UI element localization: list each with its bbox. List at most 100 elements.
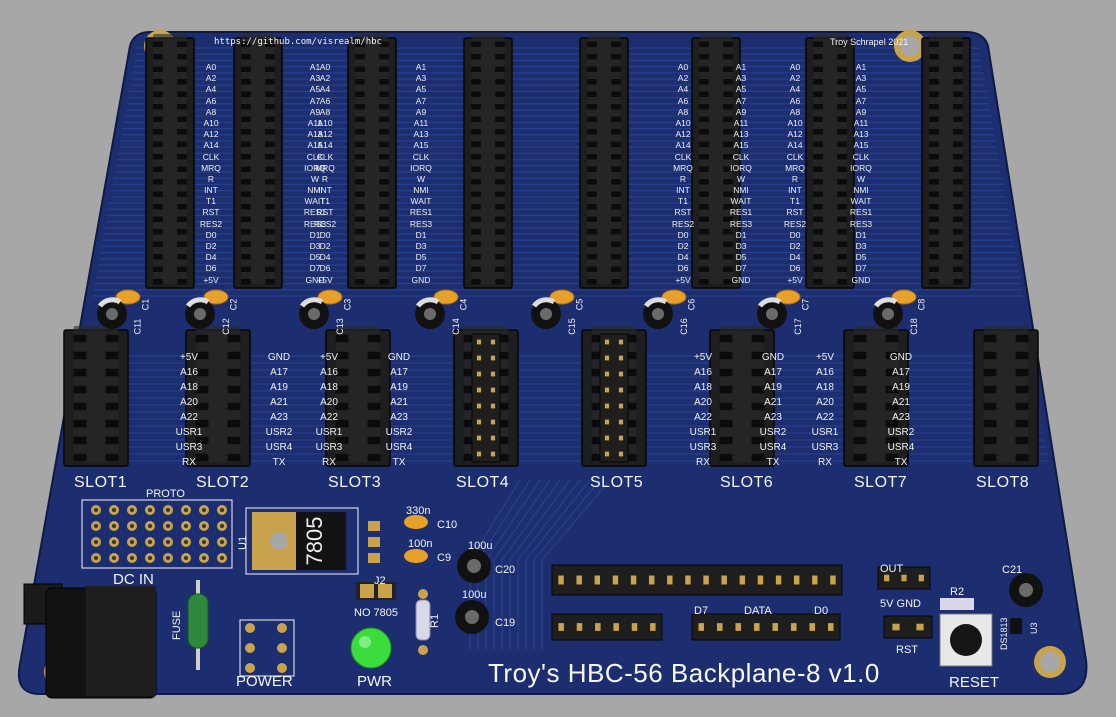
pin-label: GND xyxy=(267,352,291,363)
header-socket xyxy=(813,254,823,260)
proto-hole xyxy=(130,524,134,528)
cap-label-c14: C14 xyxy=(450,318,461,335)
header-socket xyxy=(265,241,275,247)
u1-marking: 7805 xyxy=(302,517,327,566)
header-socket xyxy=(813,66,823,72)
pin xyxy=(618,419,624,425)
header-socket xyxy=(929,241,939,247)
pin-label: A6 xyxy=(205,95,217,106)
header-socket xyxy=(929,154,939,160)
pin-label: R xyxy=(321,173,329,184)
header-socket xyxy=(379,116,389,122)
header-socket xyxy=(355,129,365,135)
header-socket xyxy=(953,204,963,210)
pin-label: RST xyxy=(316,207,334,218)
header-socket xyxy=(335,368,349,377)
header-socket xyxy=(153,154,163,160)
pin xyxy=(809,623,816,631)
pin-label: USR4 xyxy=(759,442,787,453)
pin xyxy=(698,623,705,631)
header-socket xyxy=(837,54,847,60)
header-socket xyxy=(611,54,621,60)
cap-top xyxy=(652,308,664,320)
header-socket xyxy=(227,334,241,343)
c7-tantalum xyxy=(775,289,801,305)
header-socket xyxy=(177,154,187,160)
header-socket xyxy=(471,129,481,135)
header-socket xyxy=(227,351,241,360)
header-socket xyxy=(379,41,389,47)
header-socket xyxy=(379,254,389,260)
header-socket xyxy=(611,154,621,160)
header-socket xyxy=(611,191,621,197)
pin-label: T1 xyxy=(320,196,330,207)
header-socket xyxy=(953,79,963,85)
pin-label: A15 xyxy=(853,140,869,151)
header-socket xyxy=(1015,436,1029,445)
header-socket xyxy=(611,91,621,97)
pin-label: A11 xyxy=(413,117,429,128)
slot6-label: SLOT6 xyxy=(720,474,774,491)
header-socket xyxy=(227,402,241,411)
header-socket xyxy=(1015,453,1029,462)
header-socket xyxy=(885,402,899,411)
header-socket xyxy=(379,154,389,160)
pin-label: USR2 xyxy=(887,427,915,438)
cap-label-c13: C13 xyxy=(334,318,345,335)
data-label: DATA xyxy=(744,605,772,617)
header-socket xyxy=(153,241,163,247)
proto-hole xyxy=(202,556,206,560)
header-socket xyxy=(153,141,163,147)
trace xyxy=(509,479,571,650)
proto-hole xyxy=(166,508,170,512)
header-socket xyxy=(853,351,867,360)
header-socket xyxy=(853,385,867,394)
c10-cap xyxy=(404,515,428,529)
pin xyxy=(595,623,601,631)
pin-label: A3 xyxy=(855,73,867,84)
header-socket xyxy=(699,141,709,147)
pin-label: GND xyxy=(851,274,871,285)
proto-hole xyxy=(94,556,98,560)
pin-label: +5V xyxy=(203,274,219,285)
proto-hole xyxy=(220,508,224,512)
slot3-upper-connector xyxy=(347,34,397,289)
header-socket xyxy=(265,66,275,72)
proto-hole xyxy=(148,540,152,544)
header-socket xyxy=(463,436,477,445)
header-socket xyxy=(587,104,597,110)
header-socket xyxy=(1015,419,1029,428)
pwr-led-highlight xyxy=(359,636,371,648)
slot6-upper-connector xyxy=(691,34,741,289)
pin-label: A13 xyxy=(413,129,429,140)
r1-pad xyxy=(418,645,428,655)
pin-label: A12 xyxy=(317,129,333,140)
header-socket xyxy=(355,116,365,122)
pin xyxy=(604,419,610,425)
header-socket xyxy=(241,191,251,197)
pin-label: A5 xyxy=(735,84,747,95)
proto-hole xyxy=(202,540,206,544)
d7-label: D7 xyxy=(694,605,709,617)
header-socket xyxy=(335,419,349,428)
pin-label: D3 xyxy=(415,241,427,251)
header-socket xyxy=(495,385,509,394)
slot3-label: SLOT3 xyxy=(328,474,382,491)
pin-header-body xyxy=(599,333,629,463)
pin xyxy=(793,575,800,585)
header-socket xyxy=(587,129,597,135)
header-socket xyxy=(953,104,963,110)
pin-label: D0 xyxy=(789,229,801,240)
header-socket xyxy=(953,254,963,260)
j2-label: J2 xyxy=(374,575,386,587)
proto-hole xyxy=(130,508,134,512)
header-socket xyxy=(837,116,847,122)
header-socket xyxy=(813,166,823,172)
proto-hole xyxy=(184,508,188,512)
trace xyxy=(517,479,581,650)
header-socket xyxy=(153,116,163,122)
pin xyxy=(631,623,638,631)
pin-label: INT xyxy=(318,185,332,196)
pin-label: A12 xyxy=(787,129,803,140)
no7805-label: NO 7805 xyxy=(354,607,399,619)
